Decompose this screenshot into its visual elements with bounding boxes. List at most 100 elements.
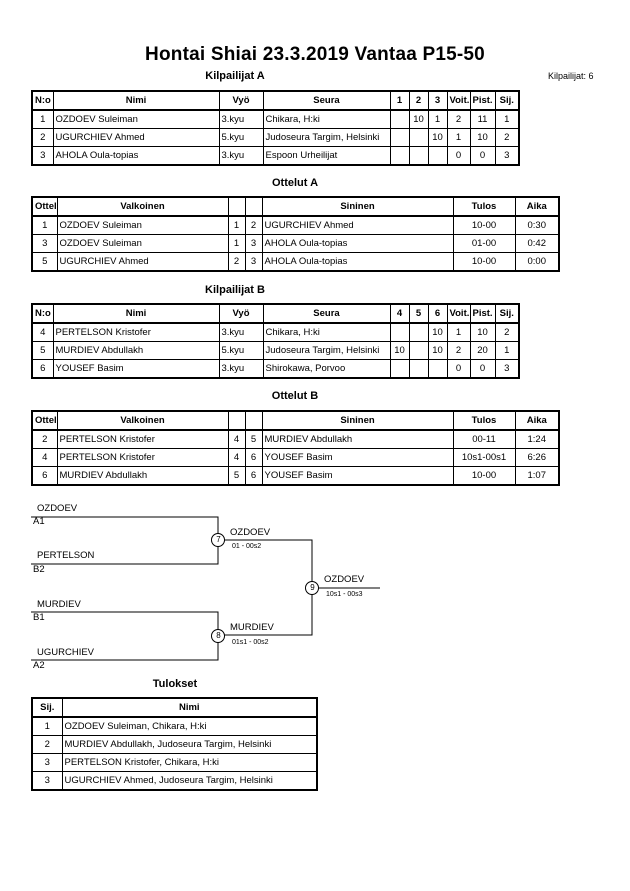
matches-a-table: OtteluValkoinenSininenTulosAika 1OZDOEV … — [31, 196, 560, 272]
column-header: Sij. — [494, 90, 520, 111]
match-7-marker — [211, 533, 225, 547]
table-cell: Espoon Urheilijat — [262, 146, 391, 166]
table-cell: 3 — [494, 146, 520, 166]
bracket-sf1-top-seed: A1 — [33, 516, 45, 527]
bracket-sf1-top-name: OZDOEV — [37, 503, 78, 514]
bracket-sf1-bot-name: PERTELSON — [37, 550, 95, 561]
match-8-score: 01s1 - 00s2 — [232, 639, 269, 646]
table-cell: 10 — [427, 128, 448, 147]
match-8-marker — [211, 629, 225, 643]
match-9-score: 10s1 - 00s3 — [326, 591, 363, 598]
table-header-row: Sij.Nimi — [31, 697, 318, 718]
pool-b-heading: Kilpailijat B — [205, 284, 265, 296]
column-header: Nimi — [61, 697, 318, 718]
table-cell: 2 — [31, 735, 63, 754]
match-7-number: 7 — [216, 535, 221, 544]
table-cell: 3.kyu — [218, 146, 264, 166]
bracket-sf1-bot-seed: B2 — [33, 564, 45, 575]
bracket-sf2-top-name: MURDIEV — [37, 599, 81, 610]
table-cell: UGURCHIEV Ahmed, Judoseura Targim, Helsi… — [61, 771, 318, 791]
column-header: Sininen — [261, 410, 454, 431]
matches-a-heading: Ottelut A — [271, 177, 319, 189]
table-cell: UGURCHIEV Ahmed — [56, 252, 229, 272]
table-cell: 6:26 — [514, 448, 560, 467]
results-heading: Tulokset — [152, 678, 198, 690]
match-7-score: 01 - 00s2 — [232, 543, 262, 550]
match-7-winner: OZDOEV — [230, 527, 271, 538]
table-cell: 3 — [494, 359, 520, 379]
column-header: Aika — [514, 196, 560, 217]
match-8-number: 8 — [216, 631, 221, 640]
column-header: Vyö — [218, 90, 264, 111]
bracket-sf2-bot-seed: A2 — [33, 660, 45, 671]
table-cell: 0 — [469, 146, 496, 166]
match-9-number: 9 — [310, 583, 315, 592]
column-header: Sij. — [31, 697, 63, 718]
competitor-count: Kilpailijat: 6 — [548, 71, 594, 81]
table-cell: 0:00 — [514, 252, 560, 272]
table-cell: MURDIEV Abdullakh, Judoseura Targim, Hel… — [61, 735, 318, 754]
table-cell: Shirokawa, Porvoo — [262, 359, 391, 379]
table-cell: OZDOEV Suleiman, Chikara, H:ki — [61, 716, 318, 736]
table-cell: AHOLA Oula-topias — [261, 252, 454, 272]
table-cell: 0 — [469, 359, 496, 379]
pool-a-heading: Kilpailijat A — [205, 70, 265, 82]
column-header: Sij. — [494, 303, 520, 324]
matches-b-heading: Ottelut B — [271, 390, 319, 402]
column-header: Seura — [262, 90, 391, 111]
table-cell: 0:30 — [514, 215, 560, 235]
table-cell: 3 — [31, 771, 63, 791]
column-header: Aika — [514, 410, 560, 431]
table-cell: OZDOEV Suleiman — [56, 234, 229, 253]
column-header: Ottelu — [31, 196, 58, 217]
column-header: Seura — [262, 303, 391, 324]
table-cell: YOUSEF Basim — [261, 466, 454, 486]
table-cell: 2 — [31, 128, 54, 147]
table-cell: 1 — [494, 341, 520, 360]
table-cell: PERTELSON Kristofer, Chikara, H:ki — [61, 753, 318, 772]
table-cell: 0:42 — [514, 234, 560, 253]
match-9-marker — [305, 581, 319, 595]
table-cell: 3.kyu — [218, 359, 264, 379]
page-title: Hontai Shiai 23.3.2019 Vantaa P15-50 — [145, 44, 485, 65]
table-cell: AHOLA Oula-topias — [52, 146, 220, 166]
table-cell: 2 — [494, 128, 520, 147]
table-cell: 10 — [427, 341, 448, 360]
table-header-row: OtteluValkoinenSininenTulosAika — [31, 196, 560, 217]
table-header-row: OtteluValkoinenSininenTulosAika — [31, 410, 560, 431]
table-cell: 3 — [31, 753, 63, 772]
match-8-winner: MURDIEV — [230, 622, 274, 633]
matches-b-table: OtteluValkoinenSininenTulosAika 2PERTELS… — [31, 410, 560, 486]
table-cell: 1 — [31, 716, 63, 736]
column-header: 2 — [408, 90, 429, 111]
table-cell: 5.kyu — [218, 128, 264, 147]
bracket-sf2-bot-name: UGURCHIEV — [37, 647, 95, 658]
match-9-winner: OZDOEV — [324, 574, 365, 585]
bracket-sf2-top-seed: B1 — [33, 612, 45, 623]
table-cell: 1:07 — [514, 466, 560, 486]
column-header: Nimi — [52, 303, 220, 324]
table-cell: YOUSEF Basim — [52, 359, 220, 379]
